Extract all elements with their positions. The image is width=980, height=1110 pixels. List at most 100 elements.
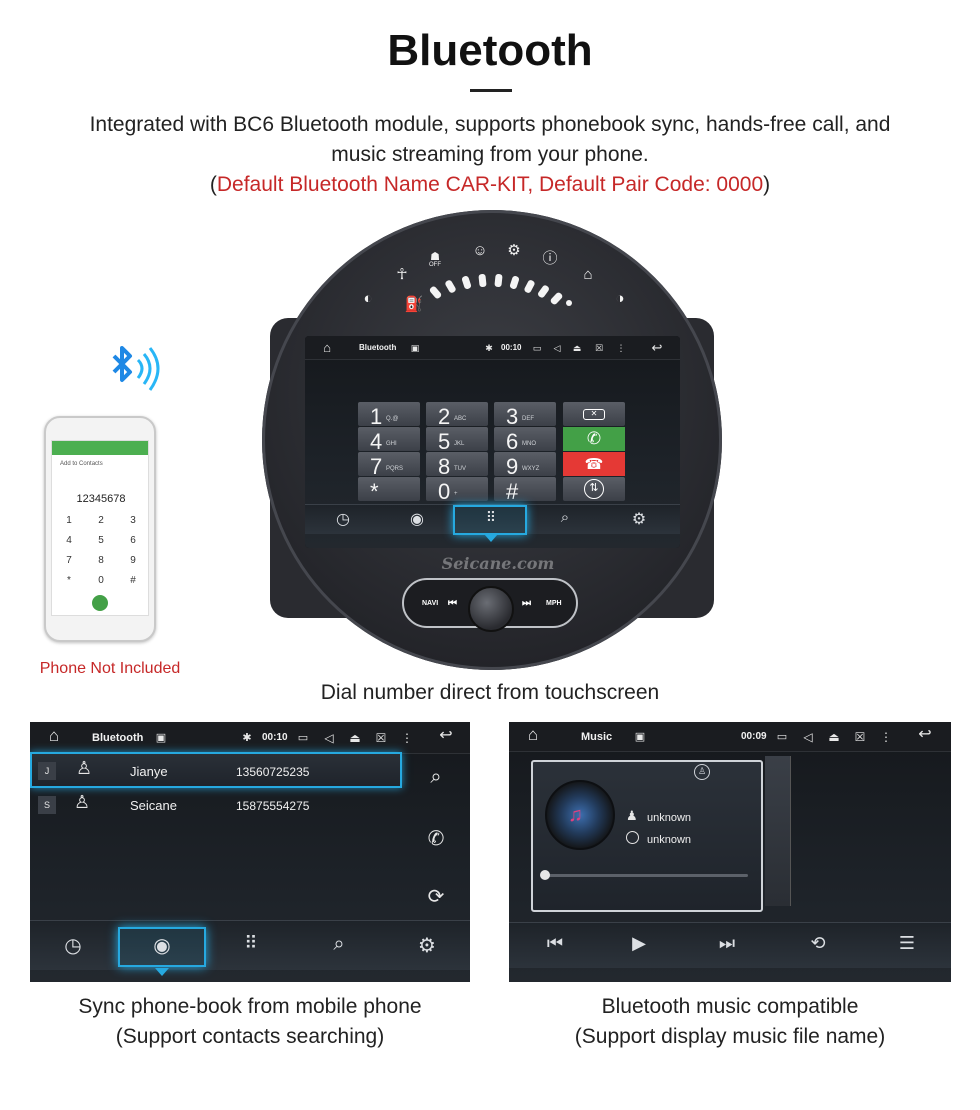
volume-icon[interactable]: ◁ — [803, 730, 813, 744]
contacts-icon[interactable]: ◉ — [410, 511, 424, 528]
contact-row[interactable]: J ♙ Jianye 13560725235 — [30, 752, 402, 788]
previous-track-icon[interactable]: ⏮ — [546, 933, 564, 953]
intro-line-2: music streaming from your phone. — [331, 143, 649, 166]
mph-button[interactable]: MPH — [546, 600, 562, 607]
backspace-icon: ✕ — [583, 409, 605, 420]
hangup-button[interactable]: ☎ — [563, 452, 625, 476]
call-icon[interactable]: ✆ — [427, 828, 445, 850]
settings-icon[interactable]: ⚙ — [418, 935, 436, 957]
progress-handle[interactable] — [540, 870, 550, 880]
phone-call-icon: ✆ — [586, 429, 602, 448]
keypad-key-0[interactable]: 0+ — [426, 477, 488, 504]
phone-not-included-note: Phone Not Included — [39, 660, 181, 677]
phone-key[interactable]: # — [130, 575, 136, 586]
back-icon[interactable]: ↩ — [651, 340, 663, 355]
next-track-icon[interactable]: ⏭ — [522, 598, 531, 609]
phone-key[interactable]: 3 — [130, 515, 136, 526]
music-note-icon: ♫ — [568, 804, 583, 826]
phone-add-contact: Add to Contacts — [60, 461, 103, 467]
volume-icon[interactable]: ◁ — [324, 731, 334, 745]
contact-name: Seicane — [130, 798, 177, 813]
contact-avatar-icon: ♙ — [76, 758, 93, 778]
phone-key[interactable]: 1 — [66, 515, 72, 526]
phone-key[interactable]: 4 — [66, 535, 72, 546]
dialpad-icon[interactable]: ⠿ — [244, 933, 258, 953]
repeat-icon[interactable]: ⟲ — [810, 933, 826, 953]
previous-track-icon[interactable]: ⏮ — [448, 598, 457, 609]
phone-key[interactable]: 6 — [130, 535, 136, 546]
default-pairing-info: Default Bluetooth Name CAR-KIT, Default … — [216, 173, 764, 196]
music-clock: 00:09 — [741, 731, 767, 742]
back-icon[interactable]: ↩ — [439, 727, 453, 744]
home-icon[interactable]: ⌂ — [527, 725, 539, 744]
next-track-icon[interactable]: ⏭ — [718, 933, 736, 953]
search-contacts-icon[interactable]: ⌕ — [333, 933, 345, 955]
phone-key[interactable]: 0 — [98, 575, 104, 586]
playlist-icon[interactable]: ☰ — [898, 933, 916, 953]
switch-audio-button[interactable]: ⇅ — [563, 477, 625, 501]
settings-icon[interactable]: ⚙ — [631, 511, 647, 528]
close-window-icon[interactable]: ☒ — [594, 343, 604, 353]
contacts-screen-title: Bluetooth — [92, 732, 144, 744]
menu-icon[interactable]: ⋮ — [880, 730, 892, 744]
call-button[interactable]: ✆ — [563, 427, 625, 451]
phone-status-bar — [52, 441, 148, 455]
eject-icon[interactable]: ⏏ — [828, 730, 840, 744]
recent-calls-icon[interactable]: ◷ — [336, 511, 350, 528]
keypad-key-star[interactable]: * — [358, 477, 420, 504]
back-icon[interactable]: ↩ — [918, 726, 932, 743]
music-screen-title: Music — [581, 731, 613, 743]
music-status-bar: ⌂ Music ▣ 00:09 ▭ ◁ ⏏ ☒ ⋮ ↩ — [509, 722, 951, 752]
phone-key[interactable]: 2 — [98, 515, 104, 526]
menu-icon[interactable]: ⋮ — [616, 343, 626, 353]
music-caption-line-2: (Support display music file name) — [574, 1025, 886, 1048]
status-clock: 00:10 — [501, 343, 522, 352]
home-icon[interactable]: ⌂ — [48, 726, 60, 745]
contact-number: 13560725235 — [236, 765, 310, 779]
intro-open-paren: ( — [209, 173, 217, 196]
phone-key[interactable]: 5 — [98, 535, 104, 546]
volume-knob[interactable] — [468, 586, 514, 632]
search-contacts-icon[interactable]: ⌕ — [560, 509, 570, 526]
artist-icon[interactable]: ♙ — [694, 764, 710, 780]
menu-icon[interactable]: ⋮ — [401, 731, 413, 745]
phone-key[interactable]: 9 — [130, 555, 136, 566]
contacts-icon[interactable]: ◉ — [153, 935, 171, 957]
play-icon[interactable]: ▶ — [632, 933, 646, 953]
eject-icon[interactable]: ⏏ — [572, 343, 582, 353]
phone-key[interactable]: 8 — [98, 555, 104, 566]
sync-icon[interactable]: ⟳ — [427, 886, 445, 908]
close-window-icon[interactable]: ☒ — [375, 731, 387, 745]
backspace-button[interactable]: ✕ — [563, 402, 625, 426]
contact-row[interactable]: S ♙ Seicane 15875554275 — [30, 788, 402, 824]
home-icon[interactable]: ⌂ — [323, 340, 331, 355]
traction-icon: ⚙ — [507, 242, 521, 259]
music-caption-line-1: Bluetooth music compatible — [601, 995, 859, 1018]
search-icon[interactable]: ⌕ — [430, 766, 442, 788]
dialpad-icon[interactable]: ⠿ — [485, 509, 497, 525]
fuel-gauge-dot — [566, 300, 572, 306]
phone-key[interactable]: 7 — [66, 555, 72, 566]
keypad-key-hash[interactable]: # — [494, 477, 556, 504]
contact-avatar-icon: ♙ — [74, 792, 91, 812]
eject-icon[interactable]: ⏏ — [349, 731, 361, 745]
airbag-icon: ☺ — [472, 242, 488, 259]
playback-progress-bar[interactable] — [548, 874, 748, 877]
phone-call-button[interactable] — [92, 595, 108, 611]
album-art — [545, 780, 615, 850]
close-window-icon[interactable]: ☒ — [854, 730, 866, 744]
phone-key[interactable]: * — [67, 575, 71, 586]
status-bar: ⌂ Bluetooth ▣ ✱ 00:10 ▭ ◁ ⏏ ☒ ⋮ ↩ — [305, 336, 680, 360]
recent-calls-icon[interactable]: ◷ — [64, 935, 82, 957]
volume-icon[interactable]: ◁ — [553, 343, 561, 353]
navi-button[interactable]: NAVI — [422, 600, 439, 607]
